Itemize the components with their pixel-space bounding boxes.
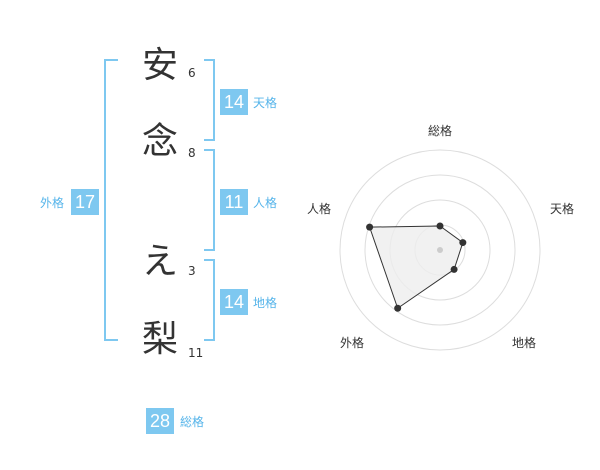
radar-center (437, 247, 443, 253)
soukaku-label: 総格 (180, 415, 205, 429)
radar-point-1 (436, 222, 444, 230)
tenkaku-label: 天格 (253, 96, 278, 110)
stroke-count-3: 3 (188, 264, 196, 278)
tenkaku-value: 14 (220, 89, 248, 115)
radar-point-4 (394, 304, 402, 312)
gaikaku-bracket (104, 59, 118, 341)
name-char-1: 安 (141, 45, 178, 86)
jinkaku-label: 人格 (253, 196, 278, 210)
radar-polygon (368, 225, 464, 310)
radar-axis-label-2: 天格 (550, 202, 575, 216)
soukaku-value: 28 (146, 408, 174, 434)
radar-axis-label-1: 総格 (428, 124, 453, 138)
name-char-2: 念 (141, 121, 178, 162)
radar-point-2 (459, 239, 467, 247)
chikaku-label: 地格 (253, 296, 278, 310)
radar-axis-label-3: 地格 (512, 336, 537, 350)
chikaku-bracket (204, 259, 215, 341)
name-char-3: え (141, 241, 178, 282)
gaikaku-value: 17 (71, 189, 99, 215)
radar-ring-3 (364, 174, 516, 326)
jinkaku-value: 11 (220, 189, 248, 215)
gaikaku-label: 外格 (40, 196, 65, 210)
radar-point-3 (450, 265, 458, 273)
tenkaku-bracket (204, 59, 215, 141)
stroke-count-2: 8 (188, 146, 196, 160)
radar-axis-label-5: 人格 (307, 202, 332, 216)
stroke-count-1: 6 (188, 66, 196, 80)
radar-point-5 (366, 223, 374, 231)
radar-axis-label-4: 外格 (340, 336, 365, 350)
radar-ring-4 (339, 149, 541, 351)
name-char-4: 梨 (141, 319, 178, 360)
stroke-count-4: 11 (188, 346, 204, 360)
chikaku-value: 14 (220, 289, 248, 315)
jinkaku-bracket (204, 149, 215, 251)
